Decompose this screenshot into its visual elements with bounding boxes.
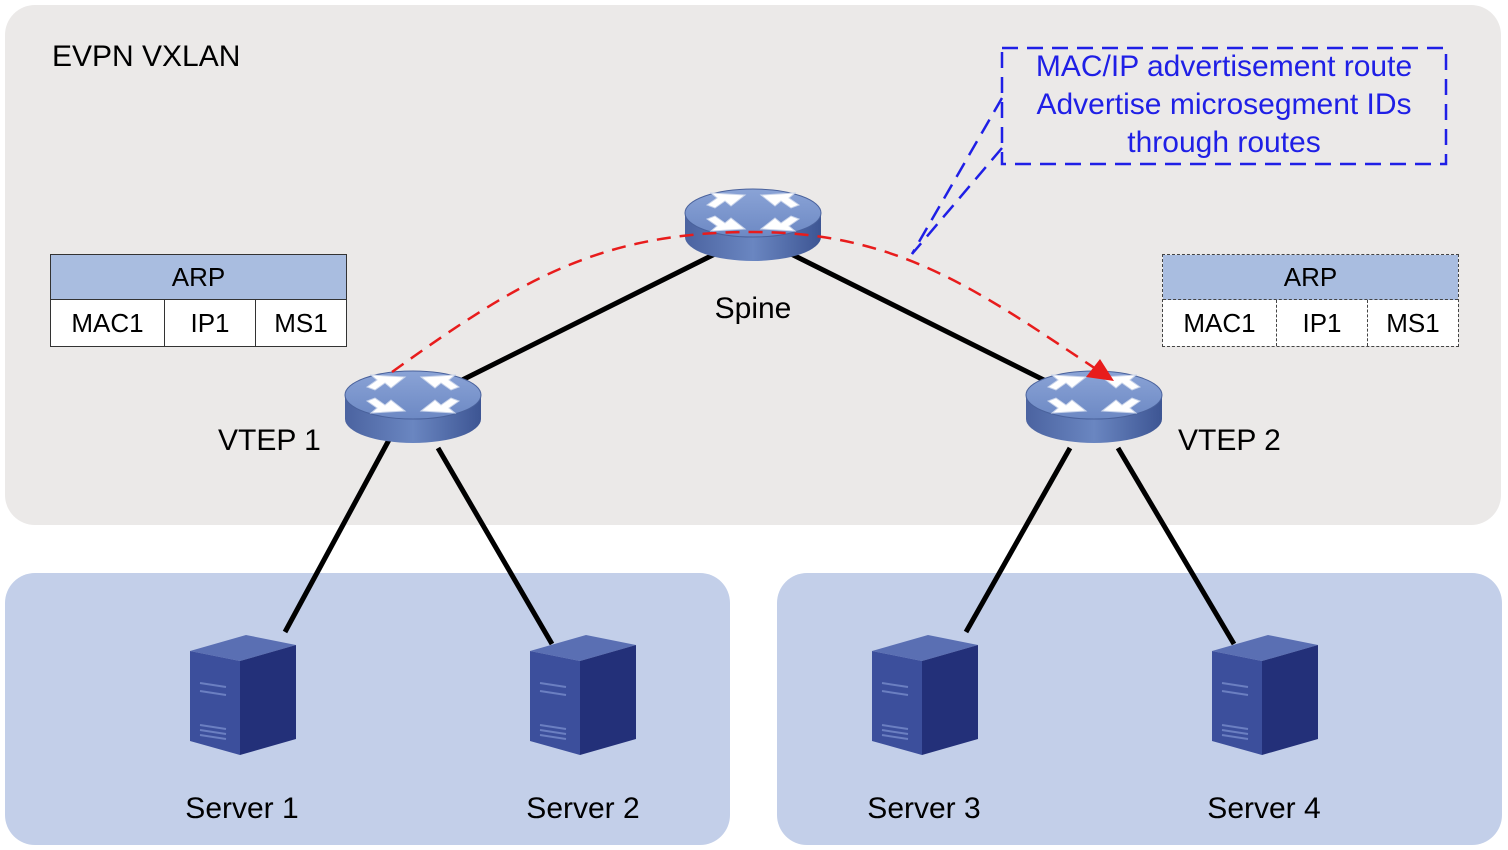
arp-table-vtep2: ARP MAC1 IP1 MS1 bbox=[1162, 254, 1459, 347]
vtep2-switch-icon bbox=[1025, 370, 1163, 444]
server2-label: Server 2 bbox=[526, 792, 640, 825]
arp-ip-cell: IP1 bbox=[164, 300, 255, 346]
arp-mac-cell: MAC1 bbox=[71, 308, 144, 338]
vtep2-label: VTEP 2 bbox=[1178, 424, 1281, 457]
server3-label: Server 3 bbox=[867, 792, 981, 825]
spine-label: Spine bbox=[714, 292, 792, 325]
region-title: EVPN VXLAN bbox=[52, 40, 241, 73]
vtep1-label: VTEP 1 bbox=[218, 424, 321, 457]
link-vtep1-server2 bbox=[435, 446, 555, 646]
arp-table-title: ARP bbox=[51, 255, 346, 300]
arp-mac-cell: MAC1 bbox=[1183, 308, 1256, 338]
arp-table-title: ARP bbox=[1163, 255, 1458, 300]
vtep1-switch-icon bbox=[344, 370, 482, 444]
link-vtep2-server4 bbox=[1115, 446, 1237, 646]
callout-line-2: Advertise microsegment IDs bbox=[1036, 88, 1412, 121]
arp-ms-cell: MS1 bbox=[255, 300, 346, 346]
server2-icon bbox=[530, 633, 636, 757]
arp-table-vtep1: ARP MAC1 IP1 MS1 bbox=[50, 254, 347, 347]
link-vtep1-server1 bbox=[282, 436, 393, 634]
link-spine-vtep2 bbox=[751, 232, 1096, 408]
server1-icon bbox=[190, 633, 296, 757]
arp-ip-cell: IP1 bbox=[1276, 300, 1367, 346]
links bbox=[282, 232, 1237, 646]
server1-label: Server 1 bbox=[185, 792, 299, 825]
route-arrowhead-icon bbox=[1086, 359, 1114, 381]
callout-box bbox=[910, 46, 1448, 255]
server4-label: Server 4 bbox=[1207, 792, 1321, 825]
callout-line-3: through routes bbox=[1127, 126, 1321, 159]
route-advertisement-path bbox=[391, 230, 1103, 375]
callout-text: MAC/IP advertisement route Advertise mic… bbox=[1004, 48, 1444, 162]
server3-icon bbox=[872, 633, 978, 757]
link-spine-vtep1 bbox=[410, 232, 755, 408]
spine-switch-icon bbox=[684, 188, 822, 262]
server4-icon bbox=[1212, 633, 1318, 757]
callout-line-1: MAC/IP advertisement route bbox=[1035, 50, 1413, 83]
arp-ms-cell: MS1 bbox=[1367, 300, 1458, 346]
link-vtep2-server3 bbox=[963, 446, 1073, 634]
